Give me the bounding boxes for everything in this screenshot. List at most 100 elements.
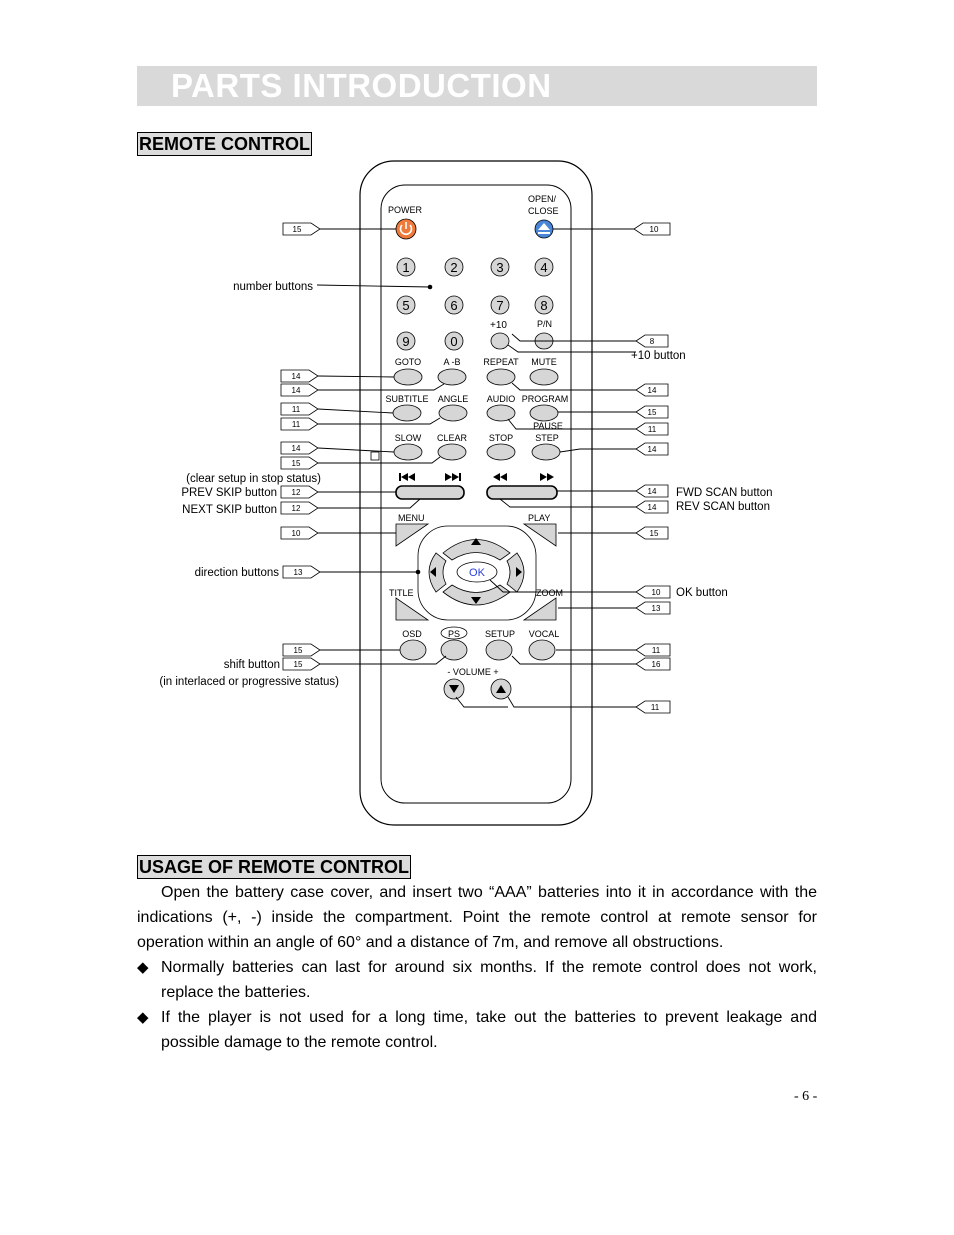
label-clear: CLEAR <box>437 433 468 443</box>
vocal-button[interactable] <box>528 639 556 661</box>
label-plus10: +10 <box>490 320 507 331</box>
tag: 15 <box>282 222 321 236</box>
up-button[interactable] <box>442 539 511 561</box>
svg-text:11: 11 <box>651 703 660 712</box>
osd-button[interactable] <box>399 639 427 661</box>
goto-button[interactable] <box>393 368 423 386</box>
callout-ok: OK button <box>676 587 728 599</box>
audio-button[interactable] <box>486 404 516 422</box>
digit-button-9[interactable] <box>396 331 416 351</box>
svg-text:15: 15 <box>294 646 303 655</box>
right-leader-lines <box>455 228 636 708</box>
volume-down-icon <box>449 685 459 693</box>
volume-up-button[interactable] <box>490 678 512 700</box>
svg-text:14: 14 <box>292 444 301 453</box>
title-button[interactable] <box>395 597 430 621</box>
tag: 13 <box>282 565 321 579</box>
label-goto: GOTO <box>395 357 421 367</box>
subtitle-button[interactable] <box>392 404 422 422</box>
step-button[interactable] <box>531 443 561 461</box>
arrow-down-icon <box>471 597 481 604</box>
tag: 14 <box>280 441 319 455</box>
svg-text:10: 10 <box>292 529 301 538</box>
label-pause: PAUSE <box>533 421 563 431</box>
volume-down-button[interactable] <box>443 678 465 700</box>
scan-rocker-button[interactable] <box>486 485 558 500</box>
label-osd: OSD <box>402 629 422 639</box>
diamond-bullet-icon: ◆ <box>137 1009 149 1026</box>
svg-text:8: 8 <box>650 337 655 346</box>
label-mute: MUTE <box>531 357 557 367</box>
menu-button[interactable] <box>395 523 430 547</box>
digit-button-6[interactable] <box>444 295 464 315</box>
digit-button-3[interactable] <box>490 257 510 277</box>
clear-button[interactable] <box>437 443 467 461</box>
remote-body-inner <box>380 184 572 804</box>
repeat-button[interactable] <box>486 368 516 386</box>
page-title: PARTS INTRODUCTION <box>171 67 552 104</box>
title-banner: PARTS INTRODUCTION <box>137 66 817 106</box>
left-leader-lines <box>316 228 447 665</box>
label-play: PLAY <box>528 513 550 523</box>
plus10-button[interactable] <box>490 332 510 350</box>
skip-rocker-button[interactable] <box>395 485 465 500</box>
ok-button[interactable] <box>456 561 498 583</box>
digit-label: 6 <box>450 298 457 313</box>
left-button[interactable] <box>428 552 447 593</box>
program-button[interactable] <box>529 404 559 422</box>
remote-control-diagram: POWER OPEN/ CLOSE 1 2 3 4 5 6 7 8 9 0 + <box>159 160 773 826</box>
setup-button[interactable] <box>485 639 513 661</box>
next-skip-icon <box>445 473 461 481</box>
svg-text:12: 12 <box>292 488 301 497</box>
right-button[interactable] <box>506 552 525 593</box>
svg-text:11: 11 <box>648 425 657 434</box>
svg-text:10: 10 <box>652 588 661 597</box>
svg-text:15: 15 <box>650 529 659 538</box>
digit-button-7[interactable] <box>490 295 510 315</box>
label-volume: - VOLUME + <box>447 667 498 677</box>
digit-button-5[interactable] <box>396 295 416 315</box>
svg-text:12: 12 <box>292 504 301 513</box>
open-close-button[interactable] <box>534 219 554 239</box>
label-vocal: VOCAL <box>529 629 560 639</box>
svg-text:10: 10 <box>650 225 659 234</box>
ps-label-frame <box>440 626 468 640</box>
stop-button[interactable] <box>486 443 516 461</box>
left-callouts: number buttons (clear setup in stop stat… <box>159 281 339 688</box>
svg-text:14: 14 <box>648 503 657 512</box>
play-button[interactable] <box>522 523 557 547</box>
tag: 10 <box>635 585 671 599</box>
tag: 11 <box>635 643 671 657</box>
slow-button[interactable] <box>393 443 423 461</box>
power-button[interactable] <box>395 218 417 240</box>
label-angle: ANGLE <box>438 394 469 404</box>
svg-text:14: 14 <box>292 372 301 381</box>
section-heading-remote-control: REMOTE CONTROL <box>137 132 312 156</box>
digit-button-2[interactable] <box>444 257 464 277</box>
digit-button-0[interactable] <box>444 331 464 351</box>
digit-button-1[interactable] <box>396 257 416 277</box>
digit-button-4[interactable] <box>534 257 554 277</box>
digit-label: 3 <box>496 260 503 275</box>
bullet-text: If the player is not used for a long tim… <box>161 1009 817 1051</box>
digit-label: 0 <box>450 334 457 349</box>
digit-button-8[interactable] <box>534 295 554 315</box>
svg-text:11: 11 <box>652 646 661 655</box>
down-button[interactable] <box>442 584 511 606</box>
tag: 14 <box>635 484 669 498</box>
arrow-left-icon <box>430 567 436 577</box>
mute-button[interactable] <box>529 368 559 386</box>
ab-button[interactable] <box>437 368 467 386</box>
right-callouts: +10 button FWD SCAN button REV SCAN butt… <box>631 350 773 599</box>
tag: 14 <box>635 500 669 514</box>
svg-text:14: 14 <box>648 445 657 454</box>
callout-next-skip: NEXT SKIP button <box>182 504 277 516</box>
ps-button[interactable] <box>440 639 468 661</box>
label-pn: P/N <box>537 319 552 329</box>
label-power: POWER <box>388 205 423 215</box>
zoom-button[interactable] <box>522 597 557 621</box>
angle-button[interactable] <box>438 404 468 422</box>
tag: 14 <box>280 369 319 383</box>
label-repeat: REPEAT <box>483 357 519 367</box>
callout-shift: shift button <box>224 659 280 671</box>
